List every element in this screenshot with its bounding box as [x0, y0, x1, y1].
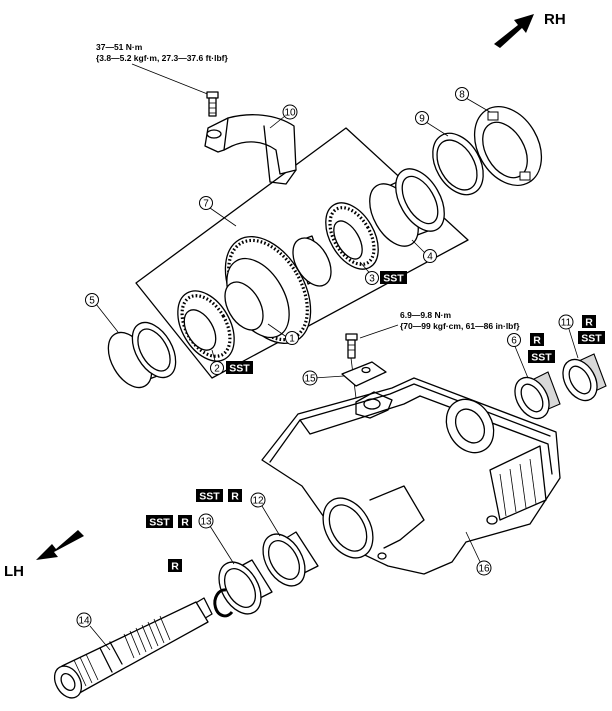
svg-text:11: 11 — [561, 318, 572, 329]
svg-text:10: 10 — [284, 108, 296, 119]
leader-lines — [89, 97, 579, 651]
callout-4: 4 — [423, 249, 437, 263]
callout-16: 16 — [476, 560, 492, 576]
adjusting-ring — [473, 106, 543, 186]
callout-9: 9 — [415, 111, 429, 125]
callout-6: 6 — [507, 333, 521, 347]
r-badge-seal-13: R — [178, 515, 192, 529]
svg-text:R: R — [585, 317, 593, 329]
oil-seal-13 — [218, 559, 273, 615]
svg-text:7: 7 — [203, 199, 209, 210]
callout-14: 14 — [76, 612, 92, 628]
callout-11: 11 — [558, 314, 574, 330]
callout-7: 7 — [199, 196, 213, 210]
svg-text:2: 2 — [214, 364, 220, 375]
bearing-outer-race-lh — [107, 321, 177, 389]
callout-15: 15 — [302, 370, 318, 386]
circlip — [213, 588, 234, 618]
bracket-bolt — [206, 91, 219, 117]
svg-text:4: 4 — [427, 252, 433, 263]
sst-badge-seal-13: SST — [146, 515, 173, 529]
svg-text:R: R — [171, 561, 179, 573]
rh-direction-arrow — [494, 14, 534, 48]
plate-spec-leader — [359, 324, 399, 339]
lh-label: LH — [4, 563, 24, 580]
callout-10: 10 — [282, 104, 298, 120]
drive-pinion-gear — [224, 235, 332, 345]
oil-seal-11 — [562, 353, 607, 402]
svg-text:9: 9 — [419, 114, 425, 125]
cover-plate — [341, 361, 387, 387]
callout-13: 13 — [198, 513, 214, 529]
tapered-roller-bearing-lh — [177, 290, 235, 362]
r-badge-seal-12: R — [228, 489, 242, 503]
output-shaft — [53, 597, 213, 699]
svg-text:SST: SST — [229, 363, 250, 375]
sst-badge-bearing-2: SST — [226, 361, 253, 375]
svg-text:12: 12 — [252, 496, 264, 507]
callout-5: 5 — [85, 293, 99, 307]
sst-badge-seal-6: SST — [528, 350, 555, 364]
plate-bolt — [345, 333, 358, 399]
shim-ring — [432, 132, 484, 196]
oil-seal-6 — [514, 371, 561, 420]
rh-label: RH — [544, 11, 566, 28]
svg-text:8: 8 — [459, 90, 465, 101]
svg-text:R: R — [231, 491, 239, 503]
tapered-roller-bearing-rh — [325, 202, 379, 270]
callout-12: 12 — [250, 492, 266, 508]
callout-1: 1 — [285, 331, 299, 345]
plate-bolt-torque-nm: 6.9—9.8 N·m — [400, 310, 451, 320]
bracket-spec-leader — [131, 63, 211, 96]
svg-text:6: 6 — [511, 336, 517, 347]
svg-text:SST: SST — [149, 517, 170, 529]
differential-housing — [261, 377, 561, 575]
svg-text:1: 1 — [289, 334, 295, 345]
svg-text:15: 15 — [304, 374, 316, 385]
svg-text:14: 14 — [78, 616, 90, 627]
bracket-bolt-torque-nm: 37—51 N·m — [96, 42, 143, 52]
plate-bolt-torque-alt: {70—99 kgf·cm, 61—86 in·lbf} — [400, 321, 520, 331]
bracket-bolt-torque-alt: {3.8—5.2 kgf·m, 27.3—37.6 ft·lbf} — [96, 53, 228, 63]
lh-direction-arrow — [36, 530, 84, 560]
svg-text:3: 3 — [369, 274, 375, 285]
svg-text:SST: SST — [383, 273, 404, 285]
callout-8: 8 — [455, 87, 469, 101]
r-badge-seal-6: R — [530, 333, 544, 347]
sst-badge-seal-12: SST — [196, 489, 223, 503]
svg-text:5: 5 — [89, 296, 95, 307]
sst-badge-seal-11: SST — [578, 331, 605, 345]
sst-badge-bearing-3: SST — [380, 271, 407, 285]
bearing-cap-bracket — [204, 114, 297, 185]
svg-text:16: 16 — [478, 564, 490, 575]
oil-seal-12 — [262, 531, 319, 587]
svg-text:13: 13 — [200, 517, 212, 528]
svg-text:SST: SST — [531, 352, 552, 364]
svg-text:R: R — [181, 517, 189, 529]
bearing-outer-race-rh — [369, 168, 445, 247]
r-badge-seal-11: R — [582, 315, 596, 329]
svg-text:R: R — [533, 335, 541, 347]
svg-text:SST: SST — [581, 333, 602, 345]
callout-3: 3 — [365, 271, 379, 285]
svg-text:SST: SST — [199, 491, 220, 503]
subassembly-frame — [135, 127, 469, 379]
callout-2: 2 — [210, 361, 224, 375]
r-badge-circlip: R — [168, 559, 182, 573]
